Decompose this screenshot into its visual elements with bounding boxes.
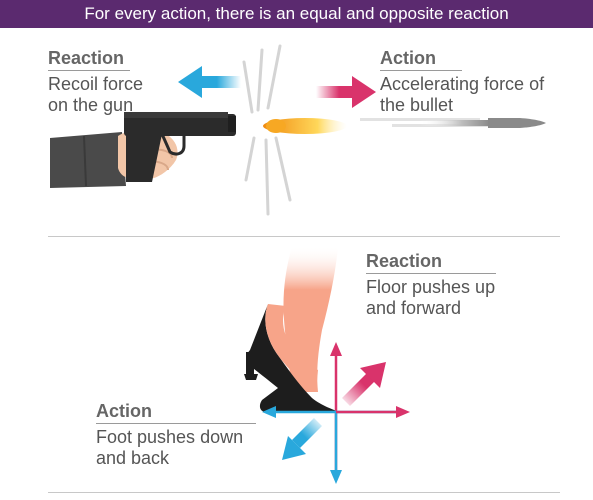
recoil-arrow-icon (178, 66, 241, 98)
arrow-left-icon (262, 406, 276, 418)
foot-reaction-text-line2: and forward (366, 298, 462, 318)
foot-action-arrow-icon (282, 418, 322, 460)
bullet-force-arrow-icon (316, 76, 376, 108)
muzzle-flash-icon (263, 118, 347, 134)
bottom-divider (48, 492, 560, 493)
gun-action-text-line2: the bullet (380, 95, 454, 115)
gun-reaction-text-line1: Recoil force (48, 74, 144, 94)
arrow-up-icon (330, 342, 342, 356)
foot-reaction-label: Reaction Floor pushes up and forward (366, 251, 496, 319)
foot-action-label: Action Foot pushes down and back (96, 401, 256, 469)
gun-action-label: Action Accelerating force of the bullet (380, 48, 544, 116)
bullet-icon (360, 118, 546, 128)
foot-action-text-line1: Foot pushes down (96, 427, 244, 447)
section-divider (48, 236, 560, 237)
gun-reaction-label: Reaction Recoil force on the gun (48, 48, 143, 116)
muzzle-blast-lines (242, 44, 292, 216)
title-banner: For every action, there is an equal and … (0, 0, 593, 28)
high-heel-icon (244, 304, 340, 412)
gun-reaction-text-line2: on the gun (48, 95, 134, 115)
foot-action-text-line2: and back (96, 448, 170, 468)
foot-reaction-heading: Reaction (366, 251, 496, 274)
gun-action-heading: Action (380, 48, 462, 71)
foot-action-heading: Action (96, 401, 256, 424)
force-axes (262, 342, 410, 484)
pistol-icon (124, 112, 236, 182)
floor-reaction-arrow-icon (342, 362, 386, 406)
arrow-down-icon (330, 470, 342, 484)
foot-reaction-text-line1: Floor pushes up (366, 277, 496, 297)
arrow-right-icon (396, 406, 410, 418)
gun-reaction-heading: Reaction (48, 48, 130, 71)
gun-action-text-line1: Accelerating force of (380, 74, 545, 94)
